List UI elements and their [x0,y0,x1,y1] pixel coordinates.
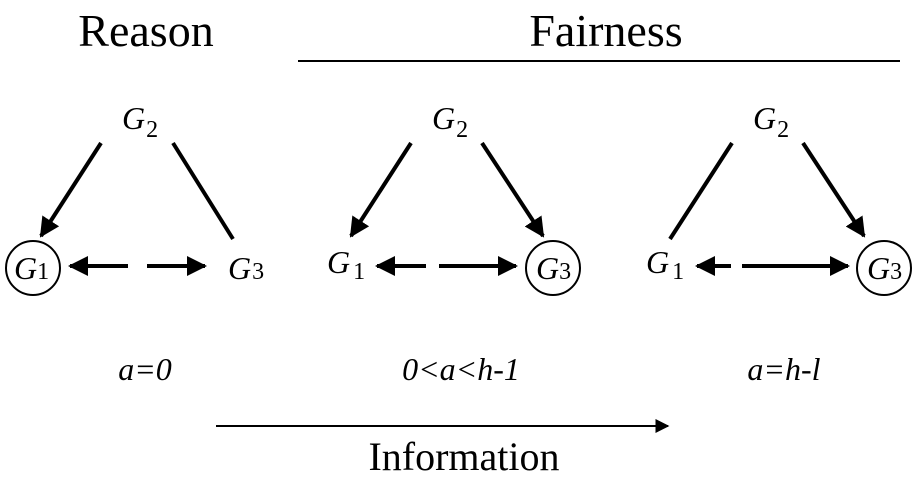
selection-circle [525,240,581,296]
information-label: Information [368,434,559,478]
arrow-g2-to-g1 [39,141,103,238]
node-g2: G2 [122,100,158,143]
selection-circle [856,240,912,296]
node-g3: G3 [867,250,902,286]
condition-label: a=0 [118,351,172,387]
arrow-g2-to-g1 [349,141,413,238]
node-g2: G2 [432,100,468,143]
panel-1: G2 G1 G3 a=0 [5,100,264,387]
arrow-g2-to-g3 [480,141,545,238]
edge-g2-g1 [668,141,734,241]
condition-label: a=h-l [747,351,820,387]
edge-g2-g3 [171,141,235,241]
header-reason: Reason [78,5,213,56]
condition-label: 0<a<h-1 [402,351,520,387]
selection-circle [5,240,61,296]
node-g3: G3 [228,250,264,286]
arrow-g2-to-g3 [801,141,866,238]
node-g3: G3 [536,250,571,286]
node-g2: G2 [753,100,789,143]
header-fairness: Fairness [529,5,682,56]
node-g1: G1 [14,250,49,286]
